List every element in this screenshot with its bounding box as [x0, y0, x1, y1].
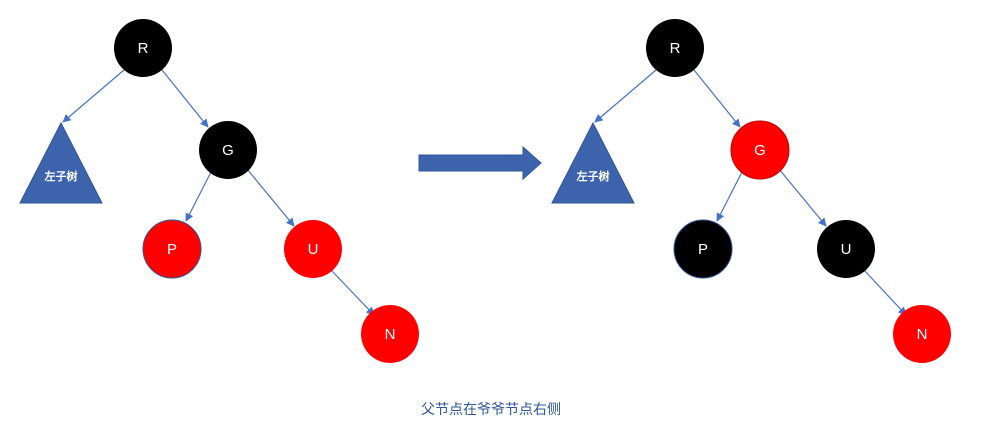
edge-u-n: [863, 269, 907, 316]
left-node-n-label: N: [385, 326, 396, 343]
edge-r-g: [693, 69, 741, 128]
diagram-caption: 父节点在爷爷节点右侧: [421, 402, 561, 418]
left-node-g-label: G: [222, 142, 234, 159]
edge-g-u: [778, 168, 827, 227]
right-node-r-label: R: [670, 40, 681, 57]
edge-g-p: [716, 171, 743, 222]
right-node-p: P: [673, 219, 733, 279]
left-node-n: N: [361, 305, 419, 363]
left-node-u-label: U: [308, 241, 319, 258]
edge-r-subtree: [62, 69, 125, 123]
transition-arrow: [418, 145, 542, 181]
right-node-u: U: [817, 220, 875, 278]
right-node-n: N: [893, 305, 951, 363]
right-tree: 左子树 R G P U N: [551, 19, 951, 363]
right-node-u-label: U: [841, 241, 852, 258]
edge-r-subtree: [594, 69, 657, 123]
edge-g-u: [246, 168, 295, 227]
left-node-u: U: [284, 220, 342, 278]
right-node-n-label: N: [917, 326, 928, 343]
edge-r-g: [161, 69, 209, 128]
right-node-g-label: G: [754, 142, 766, 159]
left-subtree-triangle: [19, 121, 103, 204]
left-node-r: R: [114, 19, 172, 77]
left-subtree-label: 左子树: [44, 169, 78, 183]
right-node-p-label: P: [698, 241, 708, 258]
left-node-r-label: R: [138, 40, 149, 57]
edge-u-n: [330, 269, 375, 316]
right-node-r: R: [646, 19, 704, 77]
left-tree: 左子树 R G P U N: [19, 19, 419, 363]
edge-g-p: [185, 171, 212, 222]
left-node-g: G: [199, 121, 257, 179]
right-node-g: G: [730, 120, 790, 180]
left-node-p-label: P: [167, 241, 177, 258]
right-subtree-triangle: [551, 121, 635, 204]
left-node-p: P: [142, 219, 202, 279]
right-subtree-label: 左子树: [576, 169, 610, 183]
